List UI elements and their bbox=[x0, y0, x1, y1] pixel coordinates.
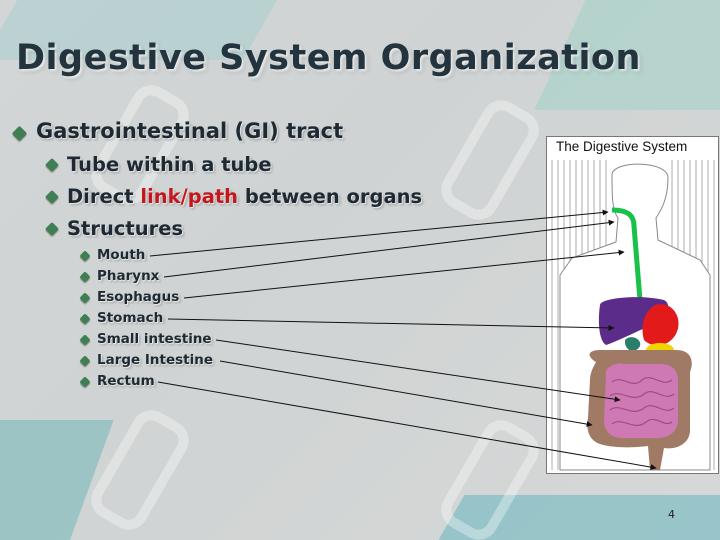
leader-line-large-intestine bbox=[219, 360, 593, 428]
organ-item: Mouth bbox=[97, 247, 146, 263]
stomach-organ bbox=[642, 304, 679, 346]
figure-title: The Digestive System bbox=[556, 139, 688, 154]
bullet-structures: Structures bbox=[67, 217, 184, 240]
slide-title: Digestive System Organization bbox=[16, 38, 641, 78]
small-intestine-coils bbox=[609, 377, 675, 427]
pancreas-organ bbox=[624, 337, 641, 351]
leader-line-esophagus bbox=[183, 249, 625, 299]
direct-text-post: between organs bbox=[238, 185, 423, 208]
organ-item: Small intestine bbox=[97, 331, 212, 347]
organ-item: Large Intestine bbox=[97, 352, 214, 368]
bullet-tube-within-tube: Tube within a tube bbox=[67, 153, 272, 176]
organ-item: Stomach bbox=[97, 310, 164, 326]
bullet-direct-link: Direct link/path between organs bbox=[67, 185, 422, 208]
leader-line-small-intestine bbox=[215, 339, 621, 403]
small-intestine-organ bbox=[604, 363, 678, 438]
esophagus-tube bbox=[611, 207, 643, 301]
organ-item: Esophagus bbox=[97, 289, 180, 305]
organ-item: Pharynx bbox=[97, 268, 160, 284]
leader-lines bbox=[149, 209, 657, 471]
bullet-gi-tract: Gastrointestinal (GI) tract bbox=[36, 119, 344, 143]
direct-text-highlight: link/path bbox=[140, 185, 239, 208]
organ-item: Rectum bbox=[97, 373, 155, 389]
leader-line-pharynx bbox=[163, 219, 615, 278]
leader-line-rectum bbox=[157, 381, 657, 471]
page-number: 4 bbox=[668, 508, 675, 521]
direct-text-pre: Direct bbox=[67, 185, 141, 208]
leader-line-mouth bbox=[149, 209, 609, 257]
leader-line-stomach bbox=[167, 318, 615, 331]
